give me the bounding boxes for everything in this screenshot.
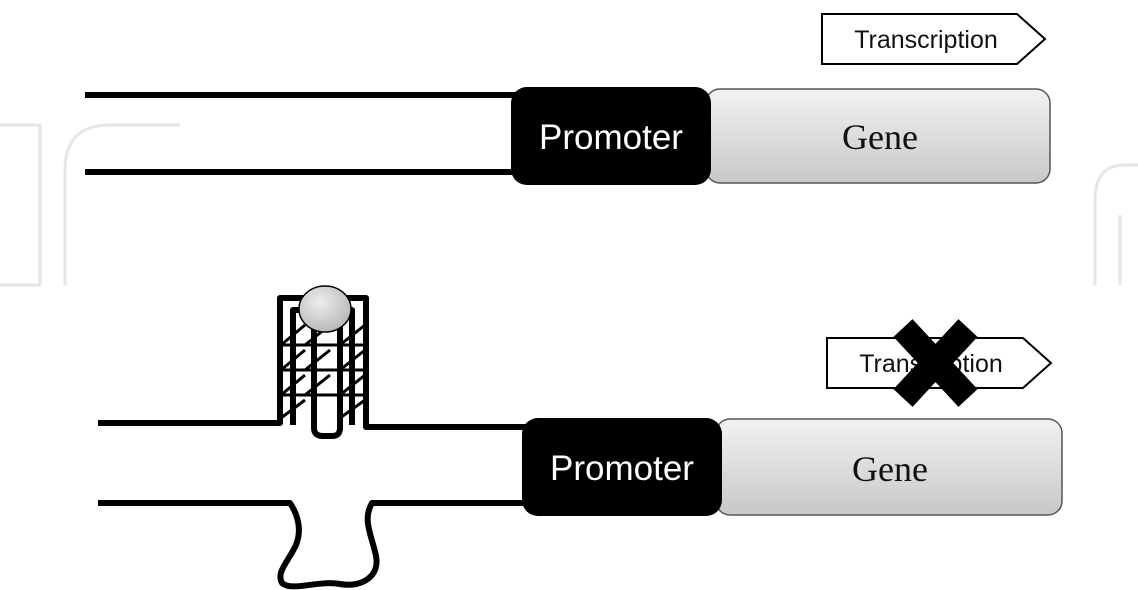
dna-strand-lower bbox=[98, 500, 530, 590]
transcription-arrow bbox=[821, 13, 1047, 65]
watermark-logo bbox=[0, 123, 1138, 287]
bottom-panel: Transcription bbox=[98, 285, 1063, 590]
x-mark-icon bbox=[893, 319, 978, 407]
g-quadruplex-structure bbox=[280, 323, 366, 420]
transcription-label: Transcription bbox=[854, 26, 998, 54]
promoter-label: Promoter bbox=[550, 449, 694, 488]
top-panel: Transcription Gene Promoter bbox=[85, 13, 1051, 185]
hairpin-inner-strand bbox=[290, 307, 355, 439]
promoter-box bbox=[511, 87, 711, 185]
ligand-ball bbox=[298, 285, 352, 333]
gene-label: Gene bbox=[852, 449, 928, 489]
gene-label: Gene bbox=[842, 117, 918, 157]
promoter-label: Promoter bbox=[539, 118, 683, 157]
promoter-box bbox=[522, 418, 722, 516]
